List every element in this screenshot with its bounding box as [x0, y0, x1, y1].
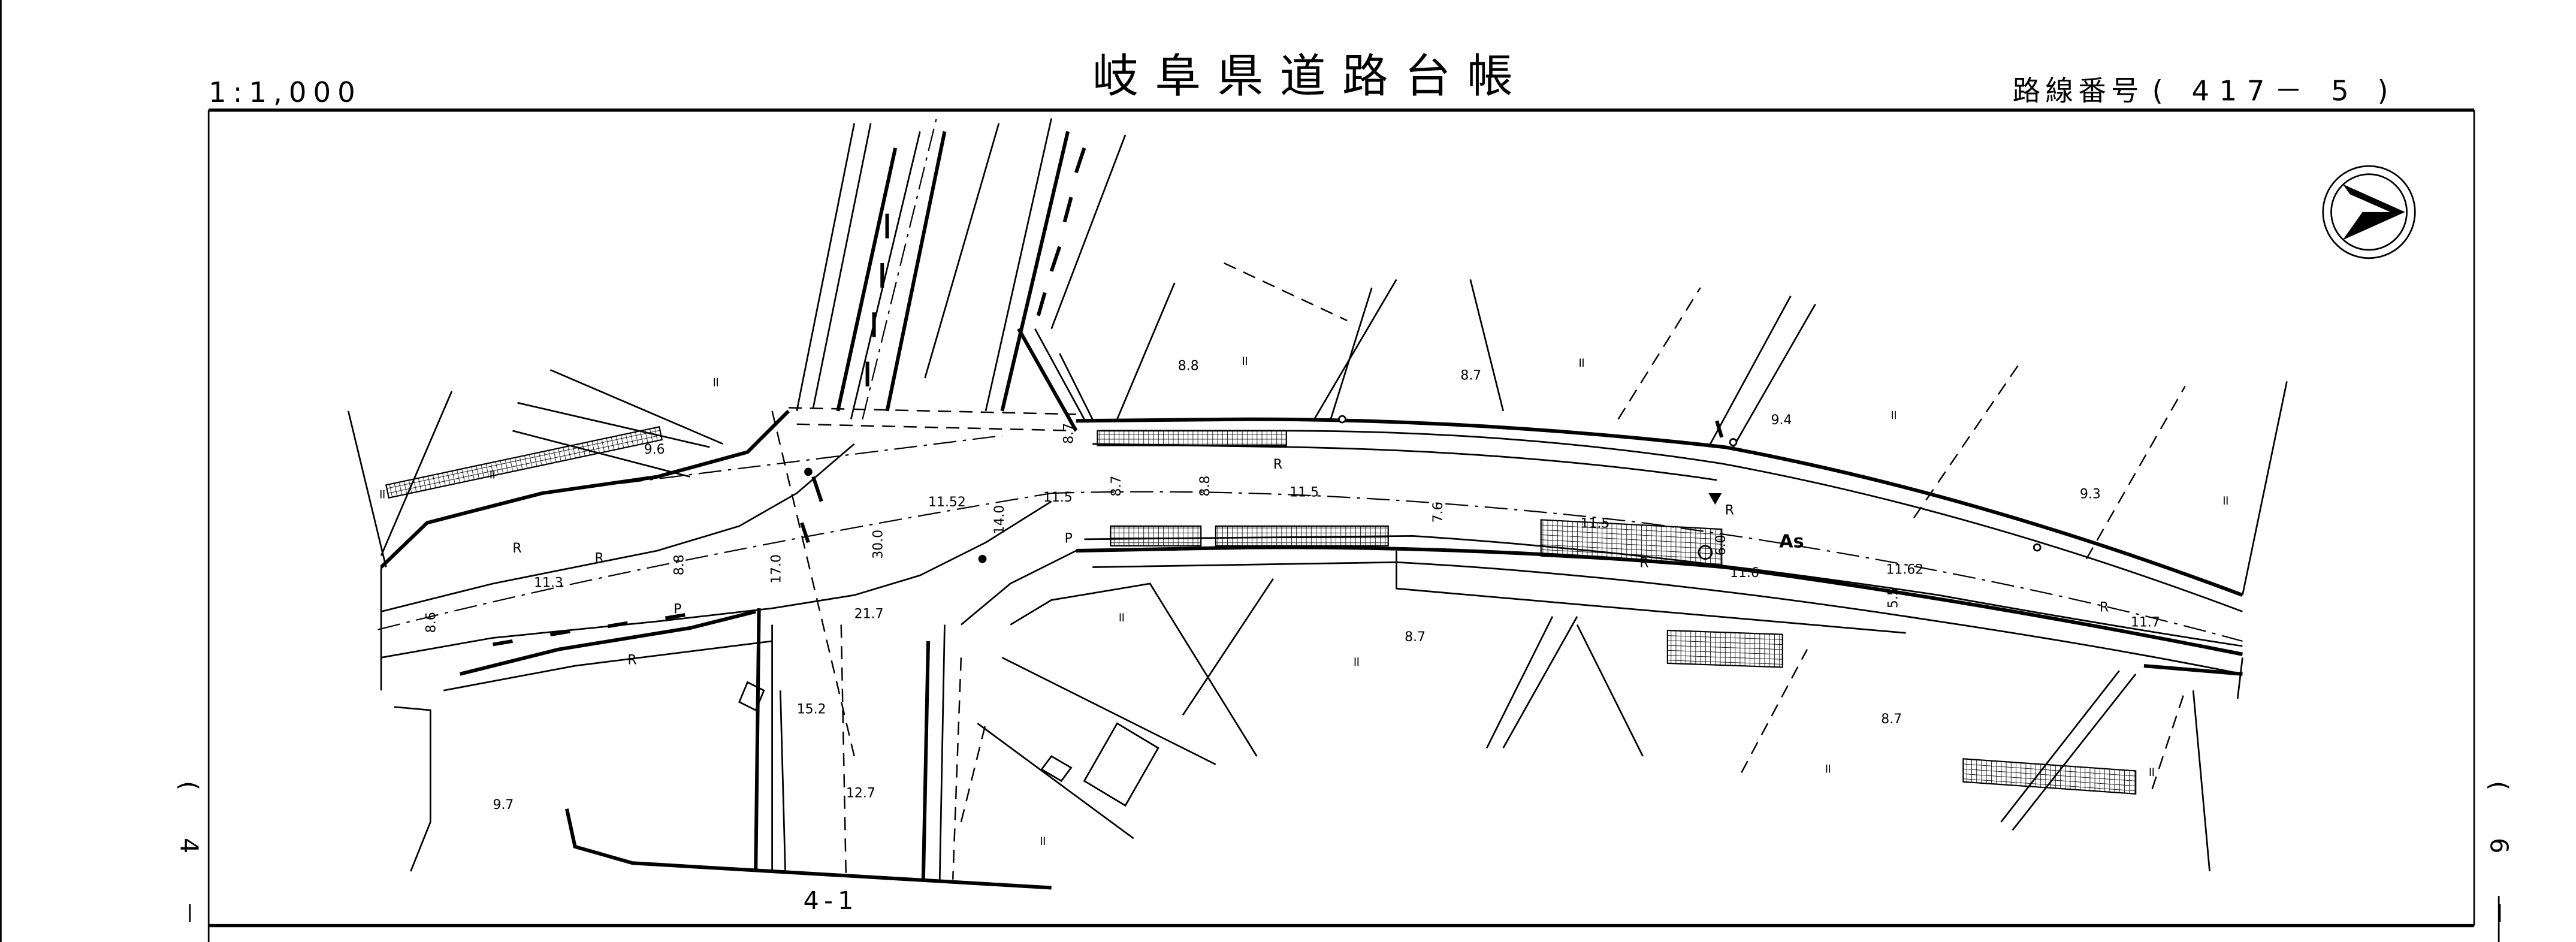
elevation-label: 11.5 [1289, 485, 1319, 500]
map-labels: As 8.8 8.7 9.4 9.6 11.52 11.5 11.3 11.5 … [378, 354, 2229, 849]
landuse-marker: ॥ [1038, 834, 1046, 849]
elevation-label: 11.3 [534, 575, 563, 590]
sidewalk-hatching [1097, 430, 2137, 795]
landuse-marker: ॥ [1352, 654, 1360, 669]
landuse-marker: ॥ [1889, 408, 1897, 423]
elevation-label: 9.4 [1771, 413, 1792, 428]
survey-points [804, 415, 2042, 563]
elevation-label: 8.7 [1881, 712, 1902, 727]
landuse-marker: ॥ [378, 487, 386, 502]
width-label: 14.0 [992, 505, 1007, 535]
width-label: 6.0 [1714, 535, 1729, 555]
elevation-label: 9.7 [493, 798, 514, 813]
page-title: 岐阜県道路台帳 [1092, 50, 1529, 104]
match-line-left: ( 4 － [175, 781, 204, 942]
elevation-label: 11.62 [1886, 562, 1923, 577]
west-road [347, 369, 1076, 692]
landuse-marker: ॥ [488, 467, 496, 482]
curb-marker: R [627, 653, 636, 668]
elevation-label: 9.3 [2080, 487, 2101, 502]
width-label: 8.8 [672, 554, 687, 575]
elevation-label: 11.5 [1043, 490, 1073, 505]
landuse-marker: ॥ [2221, 493, 2229, 508]
elevation-label: 8.8 [1178, 358, 1199, 373]
elevation-label: 11.52 [928, 495, 966, 510]
match-line-right: ( 6 － [2484, 781, 2513, 942]
width-label: 8.8 [1198, 476, 1213, 497]
landuse-marker: ॥ [1240, 354, 1248, 369]
curb-marker: R [1273, 457, 1282, 472]
landuse-marker: ॥ [1117, 610, 1125, 625]
elevation-label: 8.7 [1405, 630, 1426, 645]
curb-marker: R [2100, 600, 2109, 615]
pole-marker: P [674, 602, 681, 617]
landuse-marker: ॥ [1823, 761, 1831, 776]
width-label: 30.0 [871, 530, 886, 559]
elevation-label: 11.7 [2131, 615, 2160, 630]
curb-marker: R [512, 541, 521, 556]
elevation-label: 11.6 [1730, 566, 1759, 581]
landuse-marker: ॥ [2147, 765, 2155, 780]
south-roads [394, 550, 1258, 890]
main-road [1051, 417, 2243, 831]
width-label: 7.6 [1431, 502, 1446, 523]
elevation-label: 12.7 [846, 786, 875, 801]
scale-label: 1:1,000 [209, 76, 362, 108]
route-number: ( 417－ 5 ) [2152, 74, 2398, 107]
landuse-marker: ॥ [711, 375, 719, 390]
curb-marker: R [1725, 503, 1734, 518]
sidewalk-west [385, 426, 663, 499]
width-label: 21.7 [854, 607, 884, 622]
width-label: 8.7 [1061, 423, 1076, 444]
width-label: 8.6 [424, 612, 439, 633]
width-label: 15.2 [797, 702, 826, 717]
elevation-label: 9.6 [644, 442, 665, 457]
pavement-label: As [1779, 532, 1804, 552]
adjacent-sheet-label: 4-1 [804, 886, 859, 915]
route-label: 路線番号 [2013, 74, 2144, 107]
elevation-label: 8.7 [1460, 369, 1481, 384]
parcel-boundaries [771, 262, 2288, 872]
elevation-label: 11.5 [1581, 517, 1610, 532]
curb-marker: R [594, 551, 603, 566]
north-arrow-icon [2322, 165, 2416, 259]
curb-marker: R [1639, 555, 1648, 570]
landuse-marker: ॥ [1577, 355, 1585, 370]
lane-markings [493, 147, 1724, 647]
north-roads [796, 118, 1127, 432]
pole-marker: P [1065, 531, 1073, 546]
width-label: 5.5 [1886, 587, 1901, 608]
width-label: 8.7 [1109, 476, 1124, 497]
width-label: 17.0 [769, 554, 784, 584]
